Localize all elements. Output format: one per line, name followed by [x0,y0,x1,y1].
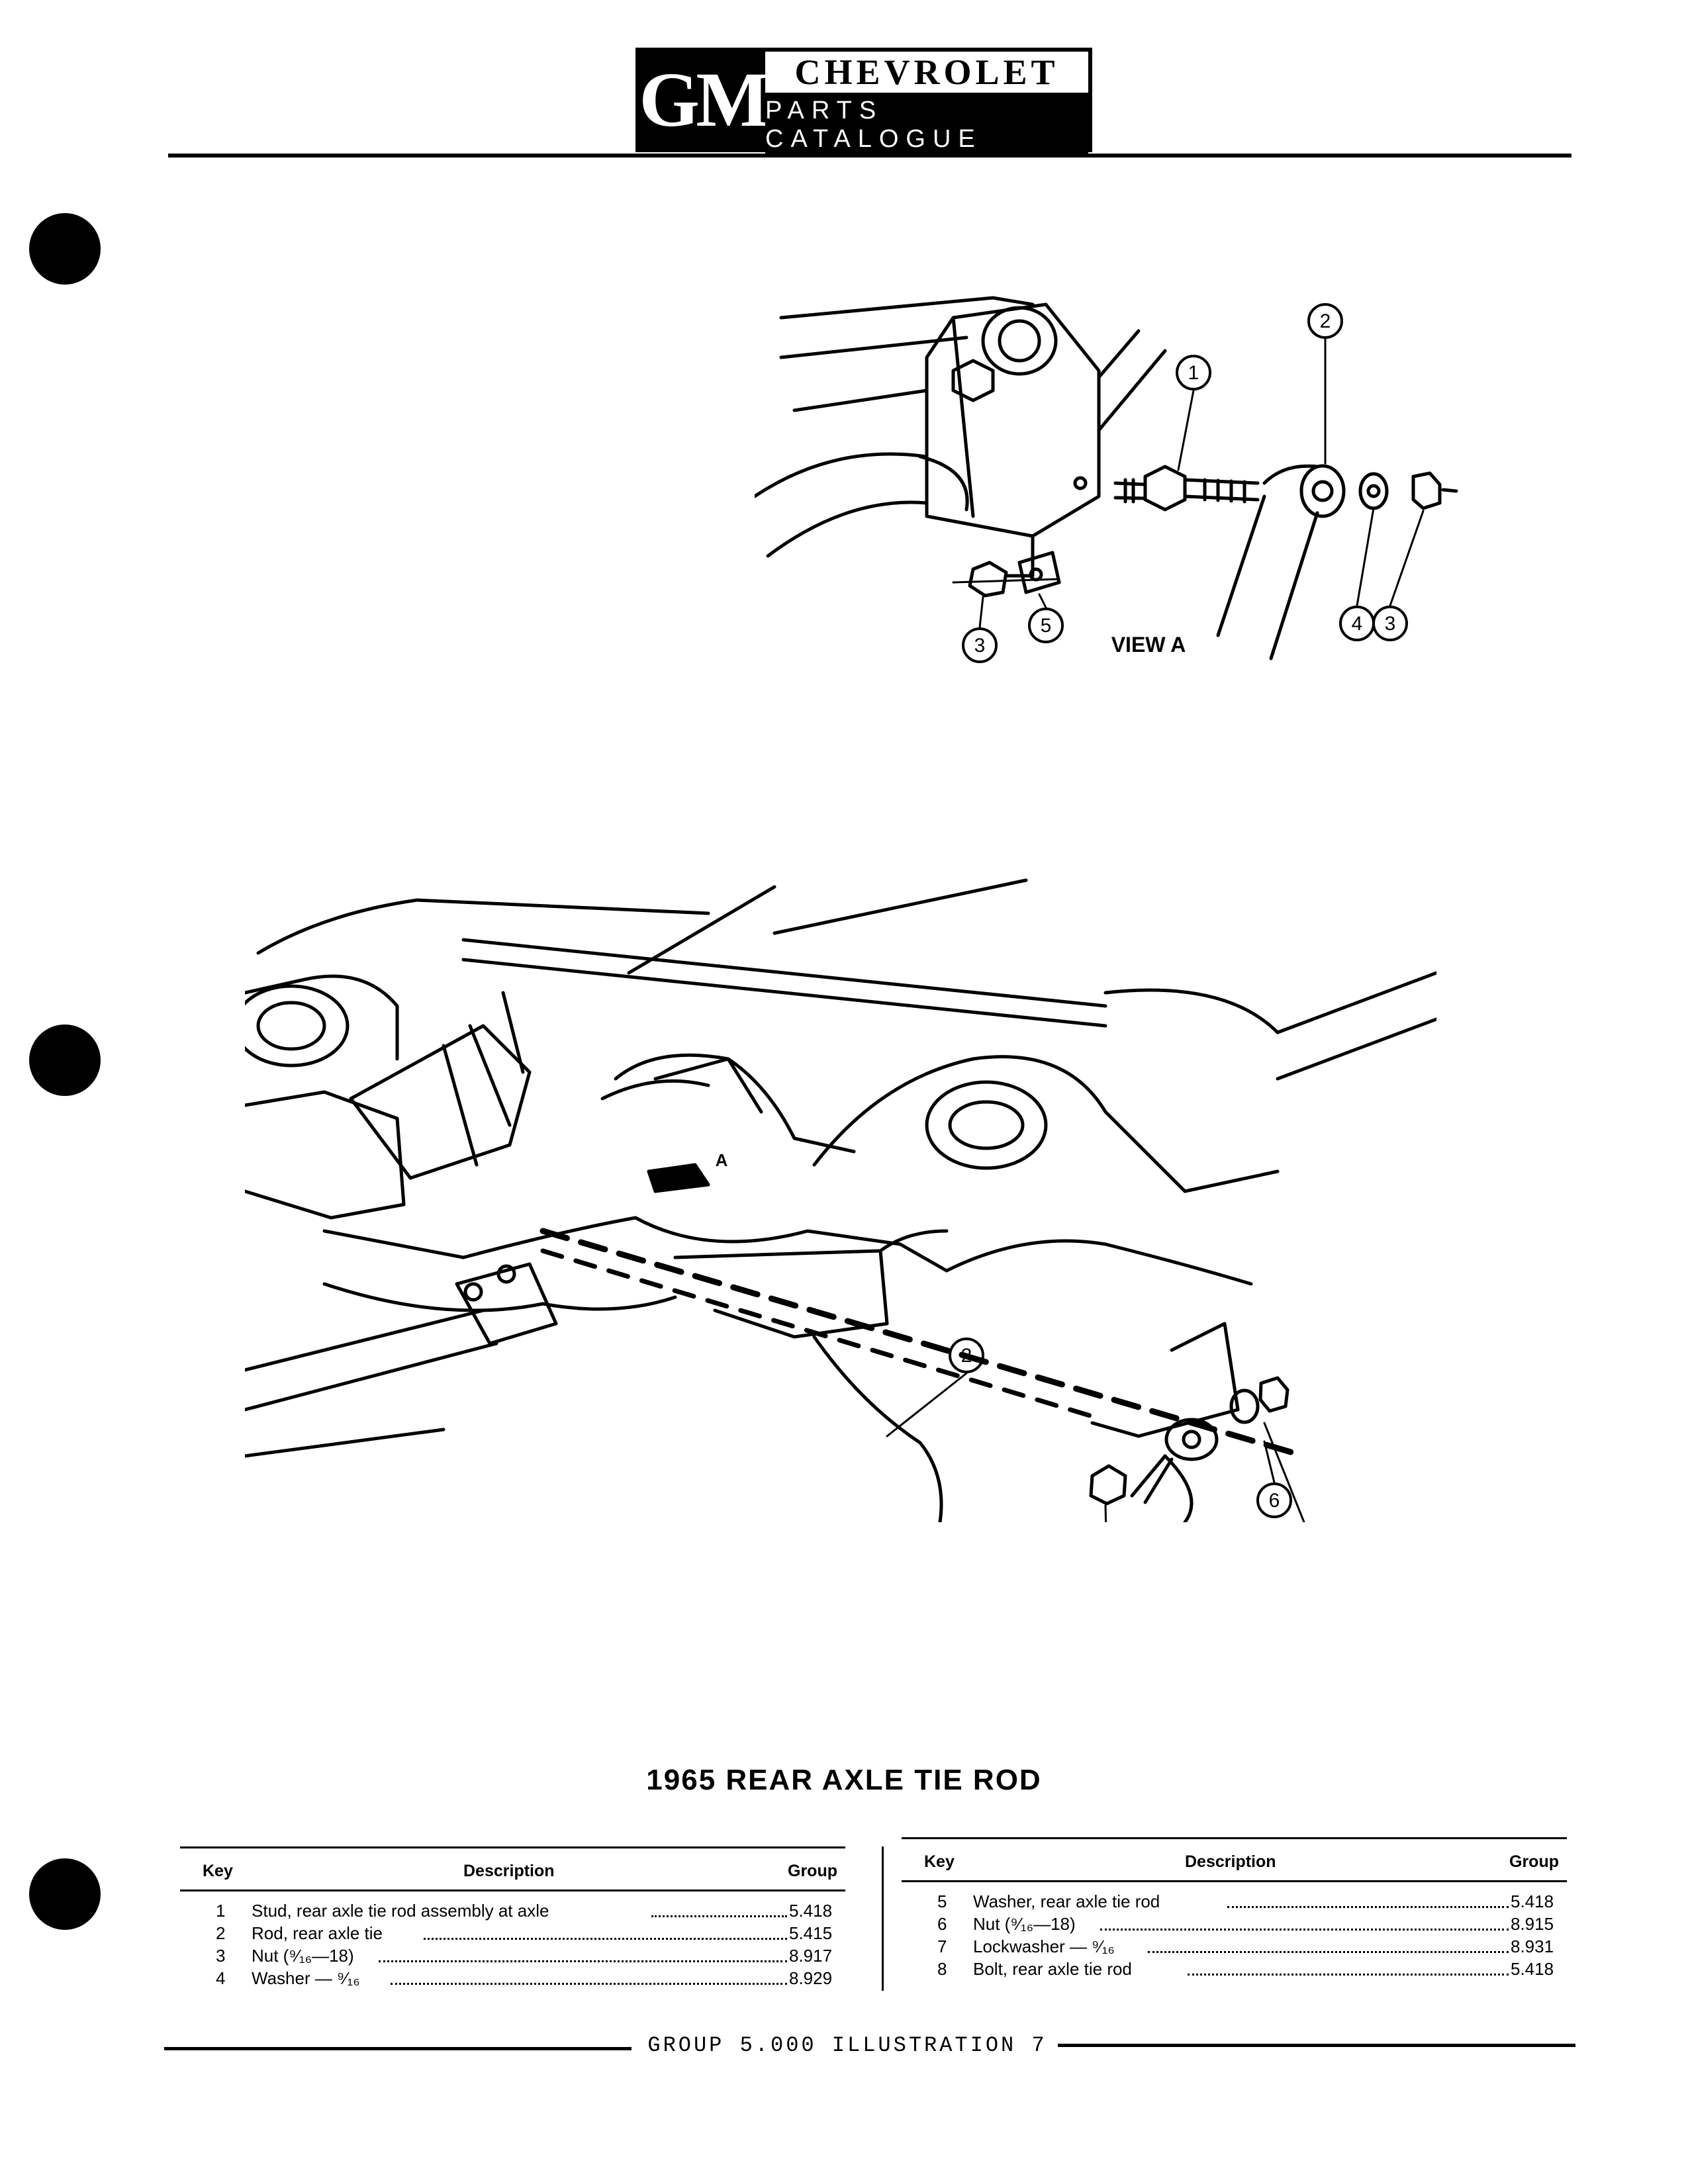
callout-6: 6 [1269,1490,1280,1512]
callout-1: 1 [1188,362,1199,384]
table-row: 4 Washer — ⁹⁄₁₆ 8.929 [216,1968,833,1988]
callout-4: 4 [1352,613,1363,635]
gm-chevrolet-logo: GM CHEVROLET PARTS CATALOGUE [635,48,1092,154]
table-divider [882,1846,884,1991]
description-header: Description [1185,1852,1276,1871]
table-row: 8 Bolt, rear axle tie rod 5.418 [937,1959,1554,1979]
header-rule [168,154,1571,158]
table-row: 6 Nut (⁹⁄₁₆—18) 8.915 [937,1914,1554,1934]
parts-table-right: Key Description Group 5 Washer, rear axl… [902,1837,1567,1980]
punch-hole-top [29,213,101,285]
view-a-marker: A [716,1150,728,1170]
punch-hole-middle [29,1024,101,1096]
table-row: 5 Washer, rear axle tie rod 5.418 [937,1891,1554,1911]
group-header: Group [1509,1852,1559,1871]
callout-3: 3 [1385,613,1396,635]
view-a-label: VIEW A [1111,633,1186,657]
footer-rule-right [1058,2044,1575,2047]
view-a-illustration: 1 2 4 3 3 5 VIEW A [755,296,1458,663]
page-title: 1965 REAR AXLE TIE ROD [646,1764,1042,1796]
callout-2-main: 2 [961,1345,972,1367]
table-row: 7 Lockwasher — ⁹⁄₁₆ 8.931 [937,1936,1554,1956]
callout-2: 2 [1320,310,1331,332]
key-header: Key [924,1852,955,1871]
group-header: Group [788,1862,837,1880]
table-header: Key Description Group [180,1846,845,1891]
key-header: Key [203,1862,233,1880]
punch-hole-bottom [29,1858,101,1930]
rear-axle-assembly-illustration: 2 6 7 8 A [245,878,1436,1522]
gm-logo-text: GM [639,52,770,148]
table-row: 3 Nut (⁹⁄₁₆—18) 8.917 [216,1946,833,1966]
footer-rule-left [164,2047,632,2050]
footer-caption: GROUP 5.000 ILLUSTRATION 7 [647,2033,1047,2058]
description-header: Description [463,1862,555,1880]
callout-3-lower: 3 [974,635,986,657]
table-row: 1 Stud, rear axle tie rod assembly at ax… [216,1901,833,1921]
brand-name: CHEVROLET [765,52,1088,97]
callout-5: 5 [1041,615,1052,637]
catalogue-name: PARTS CATALOGUE [765,97,1088,154]
table-header: Key Description Group [902,1837,1567,1882]
parts-table-left: Key Description Group 1 Stud, rear axle … [180,1846,845,1989]
table-row: 2 Rod, rear axle tie 5.415 [216,1923,833,1943]
